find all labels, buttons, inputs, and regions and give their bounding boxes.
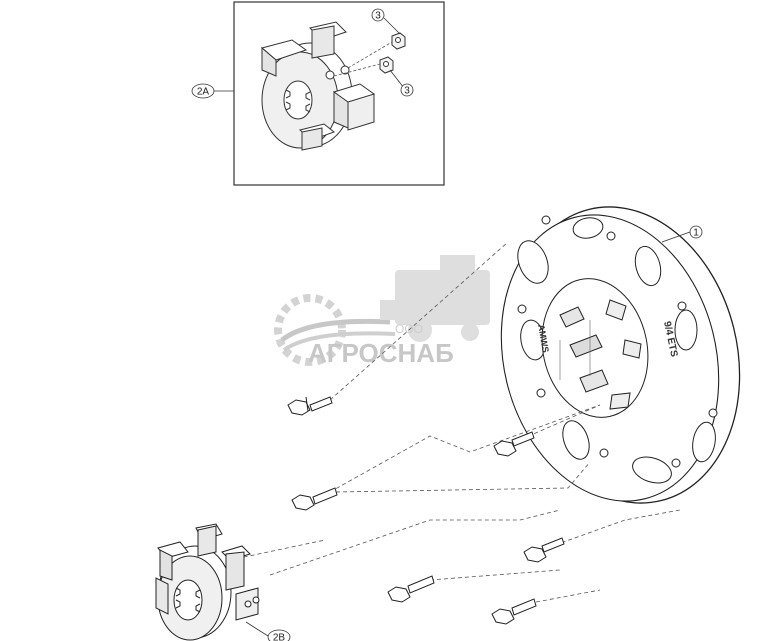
bolt-6 [491, 598, 537, 625]
set-screw-3-bottom [379, 56, 394, 74]
bolt-2 [291, 487, 338, 511]
flex-plate-stamp-left: AMWS [536, 324, 551, 354]
svg-text:3: 3 [404, 86, 410, 97]
inset-alignment-lines [333, 41, 393, 77]
watermark-combine-harvester-icon [380, 255, 490, 342]
callout-leaders-3 [383, 17, 405, 89]
bolt-3 [493, 431, 535, 457]
set-screw-3-top [391, 32, 406, 50]
callout-3-top: 3 [371, 8, 385, 22]
watermark-company-prefix: ООО [395, 322, 423, 336]
bolt-1 [287, 396, 333, 416]
callout-2b: 2B [245, 621, 291, 641]
callout-2a: 2A [191, 83, 234, 99]
bolt-4 [523, 537, 565, 563]
bolt-5 [387, 575, 435, 603]
svg-text:3: 3 [375, 11, 381, 22]
watermark: ООО АГРОСНАБ [274, 255, 490, 368]
coupling-hub-2b [155, 523, 260, 641]
watermark-gear-logo-icon [274, 294, 396, 366]
coupling-hub-2a [260, 21, 376, 151]
watermark-company-name: АГРОСНАБ [308, 338, 454, 368]
svg-text:2B: 2B [273, 633, 286, 641]
detail-inset-2a: 3 3 [233, 1, 445, 186]
assembly-alignment-lines [229, 241, 681, 603]
svg-text:2A: 2A [197, 87, 210, 98]
flex-plate-center-hub [541, 278, 649, 418]
callout-1: 1 [661, 225, 703, 243]
flex-plate-oval-windows [517, 217, 716, 484]
svg-text:1: 1 [693, 228, 699, 239]
flex-plate-1: AMWS 9/4 ETS [500, 206, 741, 504]
flex-plate-bolt-holes [517, 215, 718, 468]
callout-3-bottom: 3 [400, 83, 414, 97]
